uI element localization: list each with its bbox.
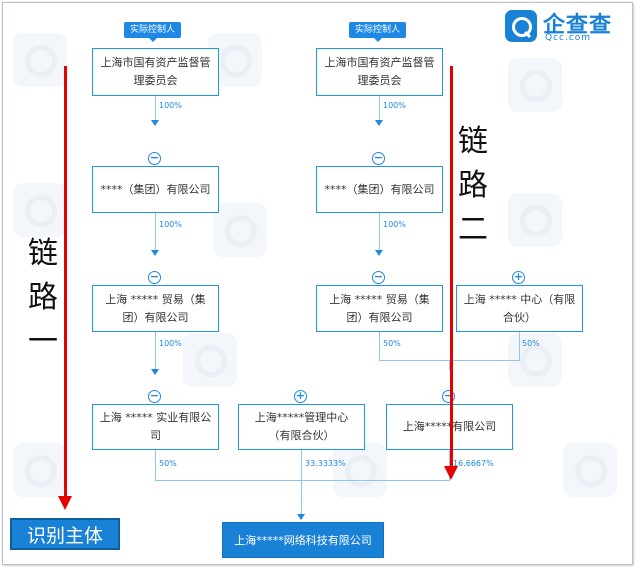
node-label: 上海市国有资产监督管理委员会 — [100, 56, 211, 87]
collapse-minus-icon[interactable]: − — [148, 270, 161, 284]
route-char: 二 — [458, 212, 488, 247]
connector — [519, 332, 520, 360]
connector — [379, 213, 380, 251]
node-label: 上海 ***** 贸易（集团）有限公司 — [329, 292, 430, 324]
percent-label: 50% — [522, 339, 540, 348]
watermark-logo — [13, 33, 67, 87]
arrow-down-icon — [151, 369, 159, 375]
node-label: 上海*****管理中心（有限合伙） — [254, 411, 349, 442]
collapse-minus-icon[interactable]: − — [442, 389, 455, 403]
arrow-down-icon — [375, 250, 383, 256]
node-group-right[interactable]: ****（集团）有限公司 — [316, 166, 443, 213]
connector — [379, 332, 380, 360]
node-trade-left[interactable]: 上海 ***** 贸易（集团）有限公司 — [92, 285, 219, 332]
node-target-company[interactable]: 上海*****网络科技有限公司 — [222, 522, 384, 558]
identify-subject-label: 识别主体 — [10, 518, 120, 550]
node-label: 上海*****有限公司 — [403, 418, 497, 436]
red-arrow-down-icon — [444, 466, 458, 480]
red-arrow-down-icon — [58, 496, 72, 510]
magnifier-icon — [505, 10, 537, 42]
actual-controller-tag: 实际控制人 — [124, 22, 182, 42]
node-label: 上海市国有资产监督管理委员会 — [324, 56, 435, 87]
watermark-logo — [508, 58, 562, 112]
node-trade-right[interactable]: 上海 ***** 贸易（集团）有限公司 — [316, 285, 443, 332]
watermark-logo — [563, 443, 617, 497]
node-label: 上海 ***** 中心（有限合伙） — [463, 292, 576, 324]
percent-label: 100% — [159, 220, 182, 229]
route-two-label: 链 路 二 — [453, 120, 493, 252]
logo-name: 企查查 — [543, 13, 613, 38]
route-char: 路 — [28, 280, 58, 315]
route-one-label: 链 路 一 — [23, 232, 63, 364]
connector — [155, 450, 156, 480]
route-one-arrow — [64, 66, 67, 498]
node-label: 上海 ***** 贸易（集团）有限公司 — [105, 292, 206, 324]
collapse-minus-icon[interactable]: − — [148, 389, 161, 403]
arrow-down-icon — [151, 120, 159, 126]
node-mgmt-center[interactable]: 上海*****管理中心（有限合伙） — [238, 404, 365, 450]
connector — [449, 360, 450, 370]
percent-label: 50% — [383, 339, 401, 348]
node-co-limited[interactable]: 上海*****有限公司 — [386, 404, 513, 450]
connector — [301, 480, 302, 516]
node-label: ****（集团）有限公司 — [324, 182, 435, 196]
expand-plus-icon[interactable]: + — [294, 389, 307, 403]
arrow-down-icon — [375, 120, 383, 126]
connector — [155, 96, 156, 122]
connector — [379, 96, 380, 122]
percent-label: 100% — [383, 101, 406, 110]
percent-label: 16.6667% — [453, 459, 494, 468]
route-two-arrow — [450, 66, 453, 468]
arrow-down-icon — [151, 250, 159, 256]
collapse-minus-icon[interactable]: − — [148, 151, 161, 165]
route-char: 链 — [28, 236, 58, 271]
connector — [449, 450, 450, 480]
watermark-logo — [13, 183, 67, 237]
arrow-down-icon — [297, 514, 305, 520]
percent-label: 33.3333% — [305, 459, 346, 468]
watermark-logo — [213, 203, 267, 257]
node-center[interactable]: 上海 ***** 中心（有限合伙） — [456, 285, 583, 332]
expand-plus-icon[interactable]: + — [512, 270, 525, 284]
connector — [155, 332, 156, 370]
logo-domain: Qcc.com — [545, 33, 592, 43]
percent-label: 100% — [383, 220, 406, 229]
collapse-minus-icon[interactable]: − — [372, 270, 385, 284]
watermark-logo — [183, 333, 237, 387]
connector — [155, 480, 450, 481]
watermark-logo — [13, 443, 67, 497]
node-label: 上海*****网络科技有限公司 — [234, 534, 372, 547]
watermark-logo — [333, 443, 387, 497]
route-char: 一 — [28, 324, 58, 359]
node-gov-right[interactable]: 上海市国有资产监督管理委员会 — [316, 48, 443, 96]
percent-label: 100% — [159, 339, 182, 348]
qcc-logo: 企查查 Qcc.com — [505, 8, 625, 44]
actual-controller-tag: 实际控制人 — [349, 22, 407, 42]
watermark-logo — [508, 193, 562, 247]
node-gov-left[interactable]: 上海市国有资产监督管理委员会 — [92, 48, 219, 96]
route-char: 路 — [458, 168, 488, 203]
node-industry[interactable]: 上海 ***** 实业有限公司 — [92, 404, 219, 450]
collapse-minus-icon[interactable]: − — [372, 151, 385, 165]
node-label: 上海 ***** 实业有限公司 — [99, 411, 212, 442]
watermark-logo — [508, 333, 562, 387]
connector — [301, 450, 302, 480]
connector — [155, 213, 156, 251]
node-label: ****（集团）有限公司 — [100, 182, 211, 196]
percent-label: 50% — [159, 459, 177, 468]
route-char: 链 — [458, 124, 488, 159]
percent-label: 100% — [159, 101, 182, 110]
node-group-left[interactable]: ****（集团）有限公司 — [92, 166, 219, 213]
